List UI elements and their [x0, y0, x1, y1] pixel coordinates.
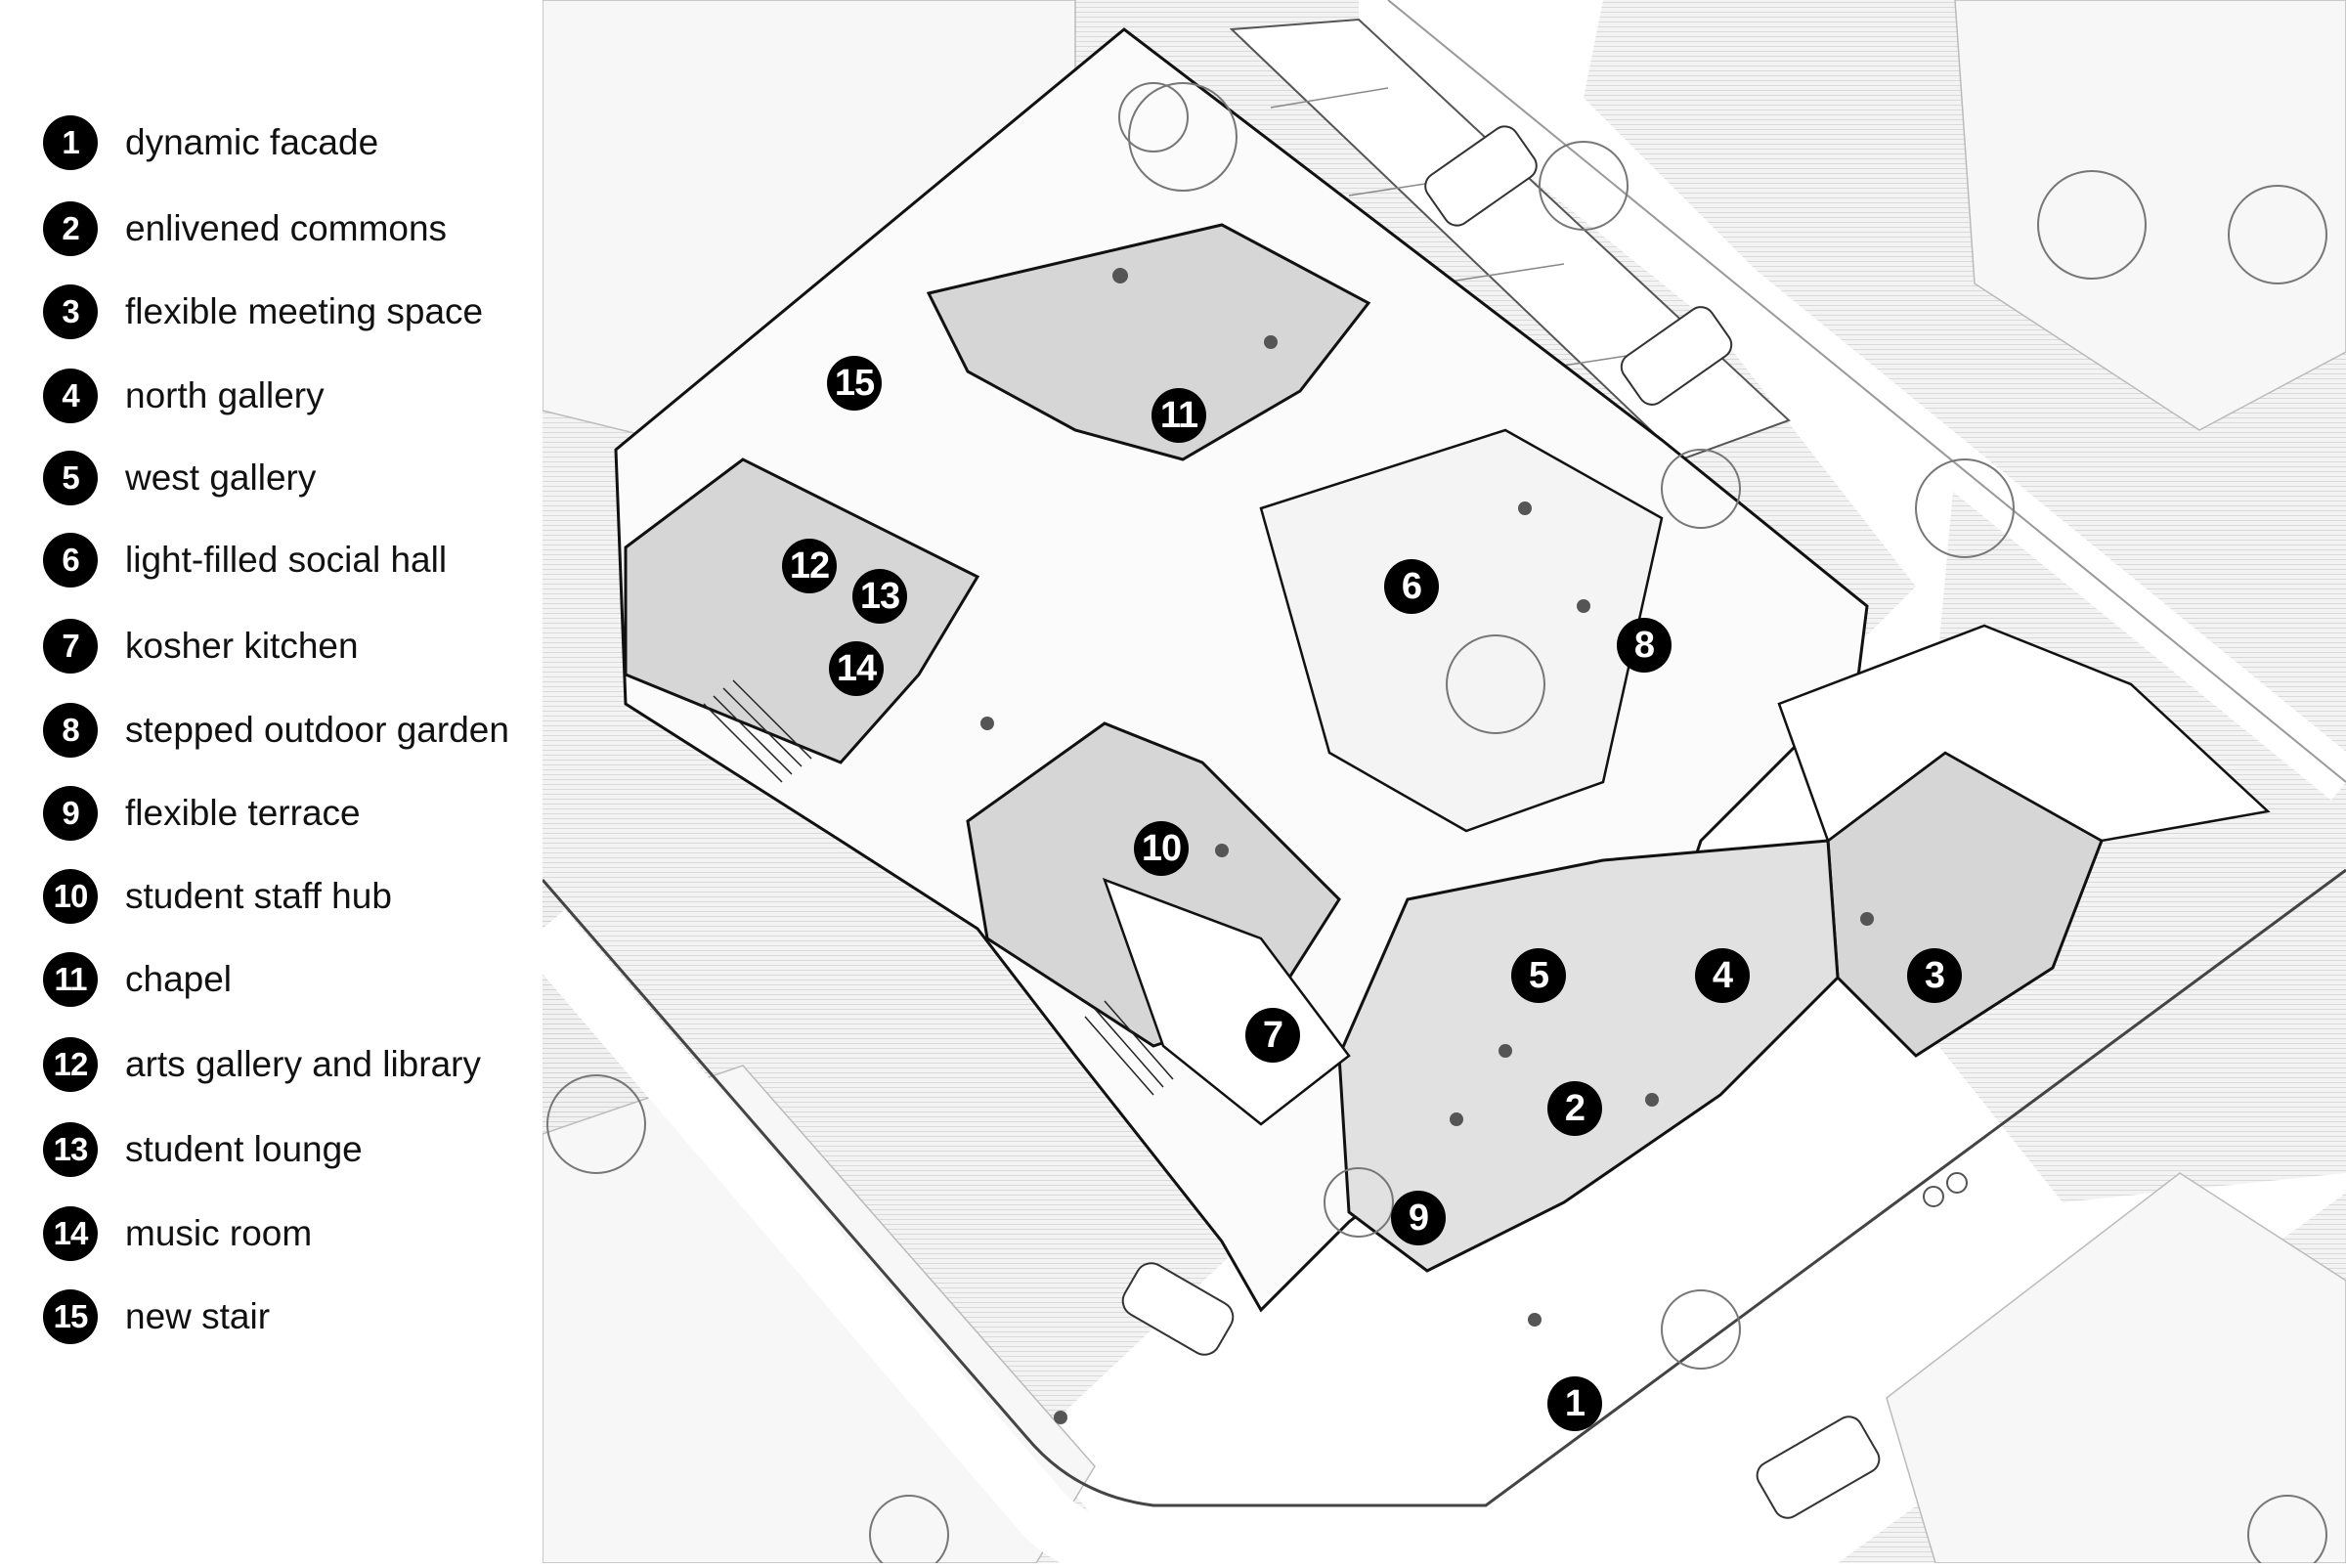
east-offices	[1777, 624, 2271, 844]
legend-label-8: stepped outdoor garden	[125, 710, 509, 750]
legend-badge-7: 7	[43, 619, 98, 674]
legend-label-13: student lounge	[125, 1129, 363, 1169]
legend-item-3: 3 flexible meeting space	[43, 284, 483, 339]
legend-badge-10: 10	[43, 869, 98, 924]
legend-item-6: 6 light-filled social hall	[43, 533, 447, 588]
legend-item-9: 9 flexible terrace	[43, 786, 361, 841]
legend-label-3: flexible meeting space	[125, 291, 484, 331]
marker-8: 8	[1617, 618, 1672, 673]
marker-9: 9	[1391, 1191, 1446, 1245]
marker-7: 7	[1245, 1008, 1300, 1063]
marker-6: 6	[1384, 559, 1439, 614]
curb-line	[541, 868, 2346, 1507]
legend-badge-9: 9	[43, 786, 98, 841]
legend-label-14: music room	[125, 1213, 313, 1253]
legend-label-5: west gallery	[125, 457, 317, 498]
legend-item-5: 5 west gallery	[43, 451, 316, 505]
legend-badge-12: 12	[43, 1037, 98, 1092]
plan-drawing	[520, 0, 2346, 1568]
axonometric-plan: 1 2 3 4 5 6 7 8 9 10 11 12 13 14 15	[520, 0, 2346, 1568]
kitchen-block	[1102, 877, 1351, 1126]
legend-label-7: kosher kitchen	[125, 626, 359, 666]
legend-item-11: 11 chapel	[43, 952, 232, 1007]
marker-10: 10	[1134, 821, 1189, 876]
legend-badge-14: 14	[43, 1206, 98, 1261]
marker-14: 14	[829, 641, 884, 696]
marker-11: 11	[1151, 388, 1206, 443]
legend-item-7: 7 kosher kitchen	[43, 619, 359, 674]
marker-5: 5	[1511, 948, 1566, 1003]
marker-2: 2	[1547, 1081, 1602, 1136]
chapel-floor	[926, 223, 1371, 461]
marker-1: 1	[1547, 1376, 1602, 1431]
legend-item-4: 4 north gallery	[43, 369, 325, 423]
west-wing-floor	[624, 457, 980, 764]
legend-item-8: 8 stepped outdoor garden	[43, 703, 509, 758]
legend-item-15: 15 new stair	[43, 1289, 270, 1344]
marker-3: 3	[1907, 948, 1962, 1003]
legend-item-1: 1 dynamic facade	[43, 115, 378, 170]
marker-12: 12	[782, 539, 837, 593]
legend-badge-11: 11	[43, 952, 98, 1007]
neighbor-block-northeast	[1954, 0, 2346, 431]
legend-badge-1: 1	[43, 115, 98, 170]
legend-item-10: 10 student staff hub	[43, 869, 392, 924]
marker-13: 13	[852, 569, 907, 624]
legend-badge-3: 3	[43, 284, 98, 339]
legend-item-14: 14 music room	[43, 1206, 312, 1261]
legend-label-9: flexible terrace	[125, 793, 361, 833]
marker-4: 4	[1695, 948, 1750, 1003]
legend-item-13: 13 student lounge	[43, 1122, 363, 1177]
legend-label-4: north gallery	[125, 375, 325, 415]
legend-item-2: 2 enlivened commons	[43, 201, 447, 256]
legend-badge-8: 8	[43, 703, 98, 758]
stairs	[703, 679, 1174, 1096]
person-icon	[980, 268, 1874, 1424]
legend-label-10: student staff hub	[125, 876, 392, 916]
legend: 1 dynamic facade 2 enlivened commons 3 f…	[0, 0, 543, 1563]
car-icon	[1121, 125, 1881, 1519]
legend-label-12: arts gallery and library	[125, 1044, 481, 1084]
legend-label-1: dynamic facade	[125, 122, 379, 162]
legend-badge-6: 6	[43, 533, 98, 588]
legend-label-6: light-filled social hall	[125, 540, 448, 580]
legend-badge-5: 5	[43, 451, 98, 505]
neighbor-block-southeast	[1886, 1172, 2346, 1564]
legend-badge-13: 13	[43, 1122, 98, 1177]
bicycle-icon	[1923, 1172, 1968, 1207]
legend-badge-15: 15	[43, 1289, 98, 1344]
legend-label-15: new stair	[125, 1296, 271, 1336]
social-hall-floor	[1259, 428, 1664, 833]
street-south	[520, 909, 1351, 1568]
legend-item-12: 12 arts gallery and library	[43, 1037, 481, 1092]
legend-badge-4: 4	[43, 369, 98, 423]
legend-label-2: enlivened commons	[125, 208, 448, 248]
marker-15: 15	[827, 356, 882, 411]
commons-floor	[1337, 839, 1840, 1273]
tree-icon	[546, 82, 2327, 1568]
legend-label-11: chapel	[125, 959, 233, 999]
legend-badge-2: 2	[43, 201, 98, 256]
